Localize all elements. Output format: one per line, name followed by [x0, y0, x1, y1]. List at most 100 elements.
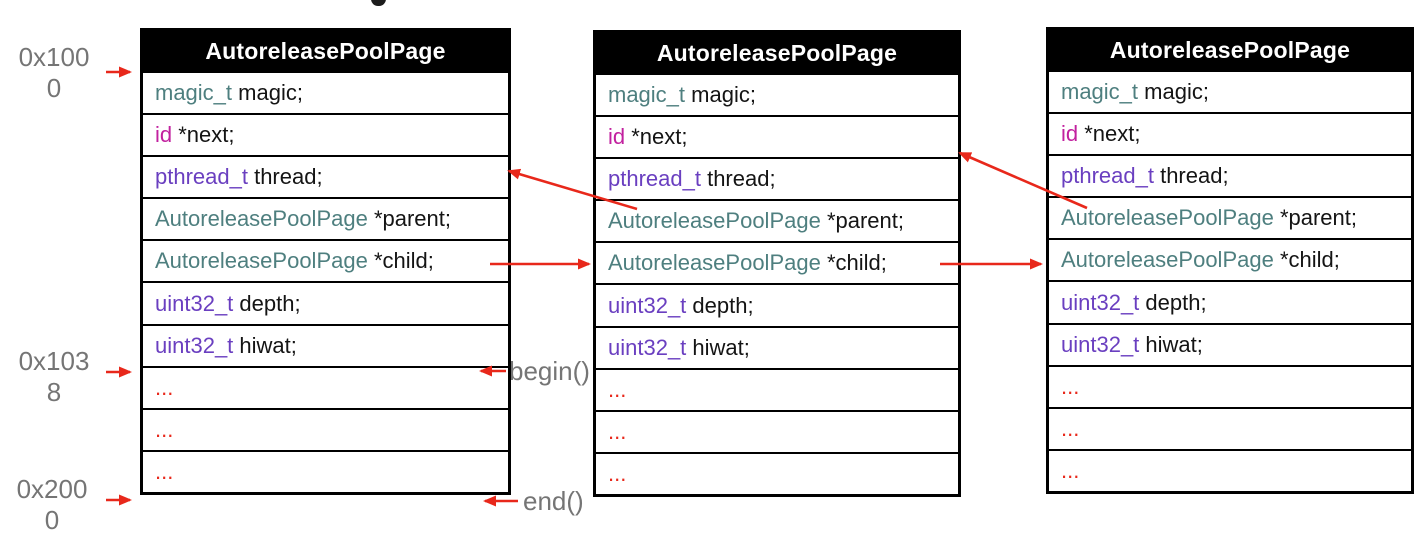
field-rest: hiwat; — [686, 334, 750, 360]
field-rest: hiwat; — [233, 332, 297, 358]
field-rest: *parent; — [367, 206, 451, 232]
struct-field-row: uint32_t depth; — [596, 283, 958, 325]
field-rest: *child; — [1273, 247, 1340, 273]
field-type: AutoreleasePoolPage — [608, 250, 821, 276]
field-type: AutoreleasePoolPage — [1061, 247, 1274, 273]
field-rest: *next; — [1078, 121, 1141, 147]
field-type: uint32_t — [155, 290, 234, 316]
field-rest: depth; — [1139, 289, 1207, 315]
struct-title: AutoreleasePoolPage — [1049, 30, 1411, 70]
struct-field-row: AutoreleasePoolPage *parent; — [596, 199, 958, 241]
field-type: id — [608, 124, 626, 150]
struct-field-row: magic_t magic; — [1049, 70, 1411, 112]
pool-page-table-3: AutoreleasePoolPage magic_t magic;id *ne… — [1046, 27, 1414, 494]
field-rest: depth; — [686, 292, 754, 318]
field-rest: *child; — [367, 248, 434, 274]
field-type: AutoreleasePoolPage — [155, 248, 368, 274]
struct-field-row: ... — [596, 451, 958, 494]
field-type: ... — [155, 374, 174, 400]
field-type: id — [155, 122, 173, 148]
address-line: 0x200 — [16, 474, 88, 504]
field-type: magic_t — [155, 80, 233, 106]
field-type: AutoreleasePoolPage — [155, 206, 368, 232]
pool-page-table-2: AutoreleasePoolPage magic_t magic;id *ne… — [593, 30, 961, 497]
field-type: pthread_t — [1061, 163, 1154, 189]
struct-field-row: AutoreleasePoolPage *parent; — [143, 197, 508, 239]
struct-title: AutoreleasePoolPage — [143, 31, 508, 71]
struct-field-row: pthread_t thread; — [143, 155, 508, 197]
struct-field-row: AutoreleasePoolPage *child; — [1049, 238, 1411, 280]
field-type: AutoreleasePoolPage — [1061, 205, 1274, 231]
struct-field-row: uint32_t depth; — [1049, 280, 1411, 322]
field-type: ... — [155, 458, 174, 484]
field-rest: thread; — [1153, 163, 1229, 189]
address-label-0x2000: 0x200 0 — [13, 474, 91, 534]
field-type: uint32_t — [608, 292, 687, 318]
field-rest: depth; — [233, 290, 301, 316]
field-type: uint32_t — [155, 332, 234, 358]
struct-field-row: ... — [1049, 406, 1411, 449]
struct-field-row: pthread_t thread; — [596, 157, 958, 199]
struct-field-row: ... — [143, 449, 508, 492]
field-type: pthread_t — [155, 164, 248, 190]
field-type: uint32_t — [1061, 289, 1140, 315]
field-rest: *next; — [625, 124, 688, 150]
field-type: magic_t — [1061, 79, 1139, 105]
field-rest: *parent; — [820, 208, 904, 234]
field-type: id — [1061, 121, 1079, 147]
field-rest: hiwat; — [1139, 331, 1203, 357]
address-label-0x1038: 0x103 8 — [15, 346, 93, 408]
address-line: 0x103 — [18, 346, 90, 376]
address-line: 0 — [44, 505, 60, 534]
field-type: ... — [1061, 373, 1080, 399]
field-type: ... — [608, 418, 627, 444]
struct-field-row: ... — [1049, 364, 1411, 407]
struct-field-row: ... — [143, 407, 508, 450]
field-rest: magic; — [1138, 79, 1209, 105]
field-rest: *child; — [820, 250, 887, 276]
struct-field-row: uint32_t hiwat; — [596, 325, 958, 368]
field-type: ... — [608, 376, 627, 402]
struct-title: AutoreleasePoolPage — [596, 33, 958, 73]
struct-field-row: magic_t magic; — [596, 73, 958, 115]
field-type: ... — [155, 416, 174, 442]
field-type: magic_t — [608, 82, 686, 108]
field-type: ... — [608, 460, 627, 486]
begin-label: begin() — [509, 356, 590, 386]
struct-field-row: pthread_t thread; — [1049, 154, 1411, 196]
field-rest: magic; — [232, 80, 303, 106]
struct-field-row: magic_t magic; — [143, 71, 508, 113]
field-type: uint32_t — [608, 334, 687, 360]
field-rest: thread; — [247, 164, 323, 190]
field-type: ... — [1061, 457, 1080, 483]
struct-field-row: AutoreleasePoolPage *parent; — [1049, 196, 1411, 238]
struct-field-row: id *next; — [596, 115, 958, 157]
field-type: AutoreleasePoolPage — [608, 208, 821, 234]
struct-field-row: AutoreleasePoolPage *child; — [143, 239, 508, 281]
struct-rows: magic_t magic;id *next;pthread_t thread;… — [596, 73, 958, 494]
address-line: 0x100 — [18, 42, 90, 72]
cropped-text-fragment — [371, 0, 386, 6]
struct-field-row: ... — [143, 365, 508, 408]
struct-field-row: ... — [596, 409, 958, 452]
pool-page-table-1: AutoreleasePoolPage magic_t magic;id *ne… — [140, 28, 511, 495]
address-line: 8 — [46, 377, 62, 407]
struct-field-row: id *next; — [143, 113, 508, 155]
field-type: pthread_t — [608, 166, 701, 192]
struct-field-row: uint32_t hiwat; — [143, 323, 508, 366]
struct-rows: magic_t magic;id *next;pthread_t thread;… — [1049, 70, 1411, 491]
struct-rows: magic_t magic;id *next;pthread_t thread;… — [143, 71, 508, 492]
struct-field-row: id *next; — [1049, 112, 1411, 154]
address-label-0x1000: 0x100 0 — [15, 42, 93, 104]
struct-field-row: uint32_t depth; — [143, 281, 508, 323]
field-type: ... — [1061, 415, 1080, 441]
field-rest: magic; — [685, 82, 756, 108]
end-label: end() — [523, 486, 584, 516]
struct-field-row: AutoreleasePoolPage *child; — [596, 241, 958, 283]
struct-field-row: uint32_t hiwat; — [1049, 322, 1411, 365]
field-rest: thread; — [700, 166, 776, 192]
field-rest: *next; — [172, 122, 235, 148]
struct-field-row: ... — [596, 367, 958, 410]
field-rest: *parent; — [1273, 205, 1357, 231]
